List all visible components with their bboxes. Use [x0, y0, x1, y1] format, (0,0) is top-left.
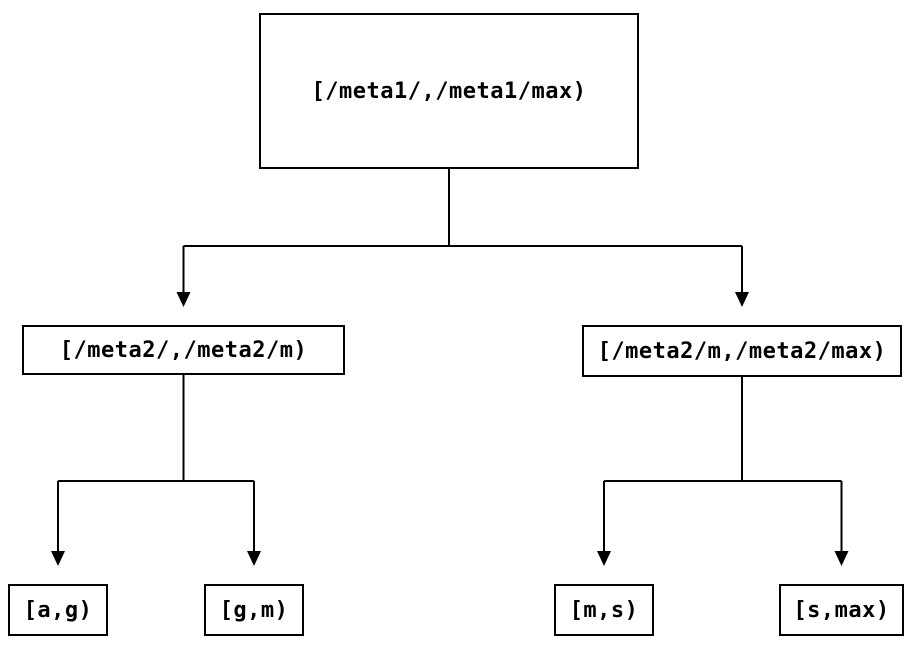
node-leaf-1: [a,g)	[8, 584, 108, 636]
arrowhead-leaf-2	[247, 551, 261, 566]
node-leaf-2: [g,m)	[204, 584, 304, 636]
edge-root-to-children	[182, 169, 743, 292]
node-left-child: [/meta2/,/meta2/m)	[22, 325, 345, 375]
edge-right-subtree	[603, 377, 843, 551]
node-right-child: [/meta2/m,/meta2/max)	[582, 325, 902, 377]
arrowhead-leaf-1	[51, 551, 65, 566]
edge-left-subtree	[57, 375, 255, 551]
node-leaf-3: [m,s)	[554, 584, 654, 636]
arrowhead-leaf-3	[597, 551, 611, 566]
node-root: [/meta1/,/meta1/max)	[259, 13, 639, 169]
arrowhead-right-child	[735, 292, 749, 307]
arrowhead-left-child	[176, 292, 191, 307]
node-leaf-4: [s,max)	[779, 584, 904, 636]
arrowhead-leaf-4	[834, 551, 849, 566]
